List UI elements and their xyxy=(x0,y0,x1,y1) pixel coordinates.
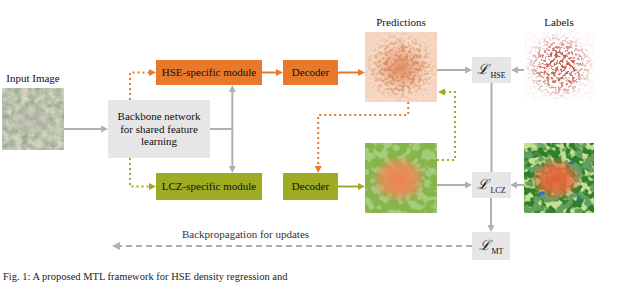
connector-line xyxy=(490,198,492,227)
loss-subscript: MT xyxy=(492,247,504,256)
connector-line xyxy=(338,72,360,74)
arrowhead xyxy=(149,69,156,76)
lcz-label-image xyxy=(524,143,594,213)
arrowhead xyxy=(488,225,495,232)
module-box: HSE-specific module xyxy=(156,60,262,85)
image-heading: Predictions xyxy=(376,16,426,29)
connector-line xyxy=(491,83,493,172)
loss-label: ℒMT xyxy=(479,238,504,254)
loss-box: ℒLCZ xyxy=(472,172,511,198)
box-label: HSE-specific module xyxy=(162,66,256,79)
box-label: Backbone network for shared feature lear… xyxy=(114,110,204,148)
backprop-arrow xyxy=(112,242,472,250)
arrowhead xyxy=(315,166,322,173)
connector-line xyxy=(318,102,408,168)
arrowhead xyxy=(149,183,156,190)
connector-line xyxy=(437,69,467,71)
satellite-image xyxy=(2,88,64,150)
loss-label: ℒHSE xyxy=(477,62,505,78)
label-image: Labels xyxy=(524,32,594,100)
box-label: Decoder xyxy=(292,180,329,193)
connector xyxy=(491,83,492,172)
decoder-output-arrow xyxy=(338,183,365,190)
connector-line xyxy=(130,158,151,187)
loss-label: ℒLCZ xyxy=(477,177,505,193)
connector xyxy=(338,69,365,76)
input-image: Input Image xyxy=(2,88,64,150)
loss-symbol: ℒ xyxy=(477,177,489,192)
backbone-box: Backbone network for shared feature lear… xyxy=(108,100,210,158)
connector-line xyxy=(130,73,151,101)
loss-subscript: LCZ xyxy=(490,186,505,195)
prediction-image: Predictions xyxy=(365,32,437,102)
connector-line xyxy=(210,90,232,129)
connector xyxy=(437,67,472,74)
image-heading: Input Image xyxy=(6,72,59,85)
connector xyxy=(210,85,236,129)
arrowhead xyxy=(229,85,236,92)
hse-prediction-image xyxy=(365,32,437,102)
loss-box: ℒHSE xyxy=(472,57,511,83)
connector-line xyxy=(262,72,278,74)
connector xyxy=(210,129,236,173)
decoder-box: Decoder xyxy=(283,60,338,85)
connector xyxy=(488,198,495,232)
loss-symbol: ℒ xyxy=(479,238,491,253)
annotation-label: Backpropagation for updates xyxy=(182,228,309,240)
module-box: LCZ-specific module xyxy=(156,173,262,200)
arrowhead xyxy=(358,69,365,76)
arrowhead xyxy=(276,69,283,76)
connector-line xyxy=(210,129,232,168)
lcz-prediction-image xyxy=(365,143,437,213)
cross-task-arrow xyxy=(437,89,455,161)
hse-label-image xyxy=(524,32,594,100)
connector xyxy=(64,126,108,133)
connector xyxy=(315,102,409,173)
connector xyxy=(130,158,156,190)
image-heading: Labels xyxy=(544,16,573,29)
box-label: LCZ-specific module xyxy=(162,180,256,193)
arrowhead xyxy=(511,67,518,74)
connector-line xyxy=(64,128,103,130)
connector xyxy=(511,67,524,74)
figure-caption: Fig. 1: A proposed MTL framework for HSE… xyxy=(3,271,288,282)
arrowhead xyxy=(101,126,108,133)
loss-subscript: HSE xyxy=(490,71,505,80)
connector xyxy=(130,69,156,100)
loss-box: ℒMT xyxy=(472,232,510,260)
arrowhead xyxy=(229,166,236,173)
arrowhead xyxy=(465,67,472,74)
connector xyxy=(262,69,283,76)
decoder-box: Decoder xyxy=(283,173,338,200)
loss-symbol: ℒ xyxy=(477,62,489,77)
box-label: Decoder xyxy=(292,66,329,79)
